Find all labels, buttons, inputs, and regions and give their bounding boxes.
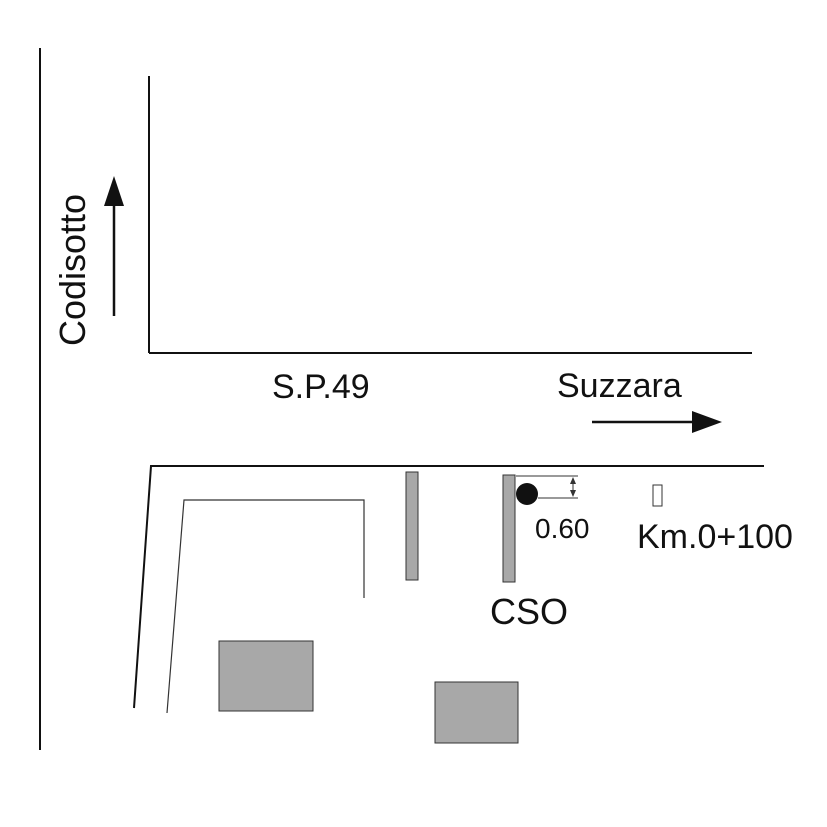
km-marker — [652, 484, 663, 507]
kilometer-label: Km.0+100 — [637, 518, 793, 556]
building-left — [218, 640, 314, 712]
station-label: CSO — [490, 591, 568, 632]
cso-post — [502, 474, 516, 583]
post-left — [405, 471, 419, 581]
measure-label: 0.60 — [535, 513, 590, 544]
suzzara-label: Suzzara — [557, 367, 682, 405]
property-outline — [166, 499, 365, 714]
codisotto-label: Codisotto — [52, 194, 93, 346]
suzzara-arrow-head — [692, 411, 722, 433]
codisotto-arrow-head — [104, 176, 124, 206]
lower-road-edge — [133, 465, 764, 709]
building-right — [434, 681, 519, 744]
dimension-arrow-head-bottom — [570, 490, 576, 497]
station-dot — [516, 483, 538, 505]
dimension-arrow-head-top — [570, 477, 576, 484]
road-name-label: S.P.49 — [272, 368, 370, 406]
